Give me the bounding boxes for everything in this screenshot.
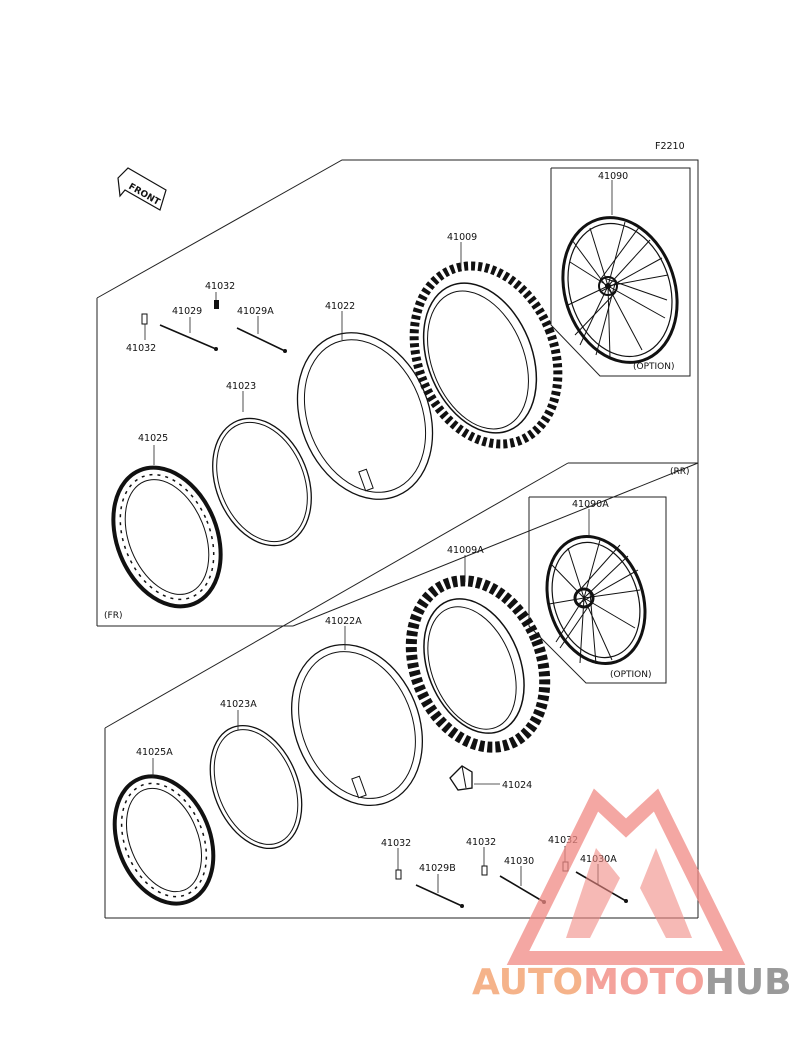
rear-nipple-2 xyxy=(481,865,488,876)
label-41022A: 41022A xyxy=(325,616,362,627)
front-spoke-41029 xyxy=(159,324,218,351)
label-41029: 41029 xyxy=(172,306,202,317)
label-option-front: (OPTION) xyxy=(633,362,675,372)
label-41032-left: 41032 xyxy=(126,343,156,354)
label-41032-r2: 41032 xyxy=(466,837,496,848)
label-41032-r3: 41032 xyxy=(548,835,578,846)
rear-wheel-assy xyxy=(545,534,647,666)
watermark-hub: HUB xyxy=(704,962,792,1003)
rear-rim-band xyxy=(209,724,303,850)
front-nipple-left xyxy=(141,313,148,325)
label-41029A: 41029A xyxy=(237,306,274,317)
watermark-text: AUTOMOTOHUB xyxy=(472,962,792,1003)
rear-rim xyxy=(112,774,216,906)
rear-section-frame xyxy=(104,462,699,919)
label-41009: 41009 xyxy=(447,232,477,243)
label-41025: 41025 xyxy=(138,433,168,444)
label-41023: 41023 xyxy=(226,381,256,392)
label-41032-top: 41032 xyxy=(205,281,235,292)
front-option-box xyxy=(550,167,691,377)
label-41030: 41030 xyxy=(504,856,534,867)
rear-tire xyxy=(405,575,551,753)
front-section-frame xyxy=(96,159,699,627)
front-nipple-top xyxy=(214,300,219,309)
label-41022: 41022 xyxy=(325,301,355,312)
label-rr: (RR) xyxy=(670,467,690,477)
rear-spoke-41029b xyxy=(415,884,464,908)
front-rim-band xyxy=(212,417,312,547)
label-41029B: 41029B xyxy=(419,863,456,874)
front-wheel-assy xyxy=(561,216,679,364)
front-spoke-41029a xyxy=(236,327,287,353)
label-option-rear: (OPTION) xyxy=(610,670,652,680)
label-41032-r1: 41032 xyxy=(381,838,411,849)
watermark-logo-icon xyxy=(506,788,746,965)
label-41023A: 41023A xyxy=(220,699,257,710)
label-41009A: 41009A xyxy=(447,545,484,556)
front-tire xyxy=(409,261,563,449)
rear-tube xyxy=(290,643,424,807)
rear-nipple-1 xyxy=(395,869,402,880)
label-fr: (FR) xyxy=(104,611,122,621)
label-41025A: 41025A xyxy=(136,747,173,758)
label-41024: 41024 xyxy=(502,780,532,791)
front-tube xyxy=(296,332,434,500)
watermark-auto: AUTO xyxy=(472,962,584,1003)
label-41090: 41090 xyxy=(598,171,628,182)
front-rim xyxy=(111,465,223,609)
figure-code: F2210 xyxy=(655,141,685,152)
label-41090A: 41090A xyxy=(572,499,609,510)
watermark-moto: MOTO xyxy=(583,962,705,1003)
front-arrow-icon: FRONT xyxy=(117,167,167,211)
rear-option-box xyxy=(528,496,667,684)
rim-lock xyxy=(449,765,473,791)
